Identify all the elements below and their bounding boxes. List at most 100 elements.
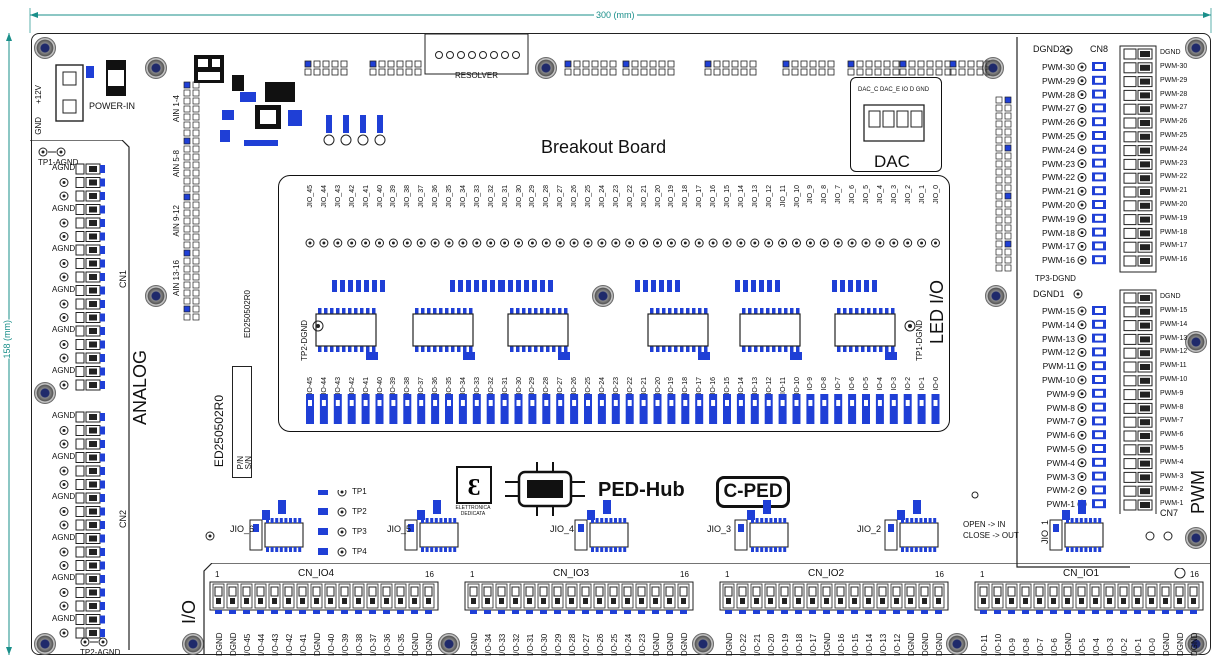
io-pin-label: I/O-41	[299, 633, 308, 656]
io-pin-label: DGND	[823, 632, 832, 656]
jio-top-label: JIO_28	[543, 185, 551, 208]
mount-hole-icon	[985, 285, 1007, 307]
jio-top-label: JIO_25	[585, 185, 592, 208]
io-pin-label: I/O-1	[1134, 638, 1143, 656]
io-pin-label: I/O-39	[341, 633, 350, 656]
io-connector-name: CN_IO2	[808, 568, 845, 579]
board-code-small: ED250502R0	[243, 290, 252, 339]
jio-top-label: JIO_15	[724, 185, 731, 208]
io-bottom-label: IO-29	[529, 377, 537, 395]
pwm-right-label: PWM-27	[1160, 104, 1188, 112]
cn8-label: CN8	[1090, 44, 1109, 54]
io-pin-label: I/O-26	[596, 633, 605, 656]
io-pin-label: I/O-5	[1078, 638, 1087, 656]
jio-top-label: JIO_7	[835, 185, 843, 204]
io-bottom-label: IO-12	[765, 377, 773, 395]
pwm-left-label: PWM-14	[1041, 319, 1075, 330]
jio-top-label: JIO_21	[640, 185, 648, 208]
analog-connectors	[59, 163, 105, 639]
dac-connector	[863, 104, 925, 142]
pwm-left-label: PWM-4	[1046, 457, 1075, 468]
jio-top-label: JIO_5	[863, 185, 870, 204]
agnd-label: AGND	[52, 284, 76, 294]
tp-label: TP1	[352, 487, 367, 496]
io-bottom-label: IO-11	[779, 377, 787, 394]
jio-top-label: JIO_18	[682, 185, 690, 208]
io-bottom-label: IO-2	[904, 377, 912, 391]
io-bottom-label: IO-14	[737, 377, 745, 395]
pwm-left-label: PWM-20	[1041, 200, 1075, 210]
pwm-right-label: PWM-8	[1160, 403, 1184, 411]
jio-top-label: JIO_2	[904, 185, 912, 204]
io-bottom-label: IO-28	[543, 377, 551, 395]
analog-section-outline	[30, 140, 130, 650]
io-pin-number: 1	[725, 570, 730, 579]
pcb-outline	[31, 33, 1211, 655]
io-bottom-label: IO-24	[598, 377, 606, 395]
pwm-left-label: PWM-30	[1041, 62, 1075, 72]
jio-top-label: JIO_13	[751, 185, 759, 208]
io-pin-label: I/O-3	[1106, 638, 1115, 656]
jio-top-label: JIO_11	[779, 185, 787, 208]
io-bottom-label: IO-36	[432, 377, 440, 395]
io-bottom-label: IO-35	[446, 377, 453, 395]
jio-driver-row	[205, 490, 1173, 557]
io-bottom-label: IO-33	[473, 377, 481, 395]
io-bottom-label: IO-30	[515, 377, 523, 395]
agnd-label: AGND	[52, 203, 76, 213]
io-bottom-label: IO-9	[807, 377, 815, 391]
pwm-right-label: PWM-7	[1160, 417, 1184, 425]
pwm-right-label: PWM-20	[1160, 201, 1188, 208]
pwm-left-label: PWM-25	[1041, 131, 1075, 141]
pwm-left-label: PWM-9	[1046, 388, 1075, 399]
pwm-left-label: PWM-1	[1046, 499, 1075, 510]
io-pin-label: DGND	[1162, 632, 1171, 656]
io-bottom-label: IO-44	[320, 377, 328, 395]
io-pin-label: DGND	[935, 632, 944, 656]
jio-top-label: JIO_26	[571, 185, 579, 208]
io-bottom-label: IO-45	[307, 377, 314, 395]
jio-top-label: JIO_12	[765, 185, 773, 208]
dac-pin-label: DAC_C	[858, 87, 879, 93]
tp-label: TP4	[352, 547, 367, 556]
dac-pins: DAC_C DAC_E IO D GND	[858, 87, 929, 93]
mount-hole-icon	[535, 57, 557, 79]
jio-top-label: JIO_22	[626, 185, 634, 208]
dac-box	[850, 77, 942, 172]
jio-top-label: JIO_10	[793, 185, 801, 208]
pwm-right-label: PWM-21	[1160, 187, 1188, 195]
jio-top-label: JIO_1	[918, 185, 926, 204]
jio-top-label: JIO_14	[737, 185, 745, 208]
io-bottom-label: IO-23	[612, 377, 620, 395]
io-bottom-label: IO-31	[501, 377, 509, 395]
pwm-right-label: PWM-3	[1160, 472, 1184, 480]
io-bottom-label: IO-10	[793, 377, 801, 395]
pwm-left-label: PWM-2	[1046, 485, 1075, 496]
io-pin-label: I/O-33	[498, 633, 507, 656]
pwm-right-label: PWM-2	[1160, 486, 1184, 494]
io-bottom-label: IO-22	[626, 377, 634, 395]
pedhub-logo-icon	[505, 462, 585, 516]
jio-top-label: JIO_16	[710, 185, 718, 208]
jio-top-label: JIO_3	[890, 185, 898, 204]
elettronica-logo-icon: Ɛ	[456, 466, 492, 504]
power-gnd-label: GND	[34, 117, 43, 135]
power-components	[86, 60, 126, 96]
io-connectors	[209, 568, 1204, 614]
pwm-left-label: PWM-23	[1041, 158, 1075, 169]
pwm-right-label: PWM-5	[1160, 445, 1184, 452]
board-title: Breakout Board	[541, 137, 667, 157]
board-code: ED250502R0	[212, 395, 226, 468]
io-section-outline	[203, 563, 1210, 655]
mount-hole-icon	[692, 633, 714, 655]
pwm-section-outline	[1016, 37, 1130, 568]
power-connector	[55, 64, 84, 122]
io-pin-label: I/O-12	[893, 633, 902, 656]
resolver-label: RESOLVER	[455, 71, 498, 80]
io-pin-label: I/O-37	[369, 633, 378, 656]
pwm-right-label: PWM-16	[1160, 256, 1188, 264]
jio-top-label: JIO_19	[668, 185, 676, 208]
io-bottom-label: IO-20	[654, 377, 662, 395]
right-headers	[995, 96, 1012, 272]
io-pin-label: I/O-7	[1036, 638, 1045, 656]
